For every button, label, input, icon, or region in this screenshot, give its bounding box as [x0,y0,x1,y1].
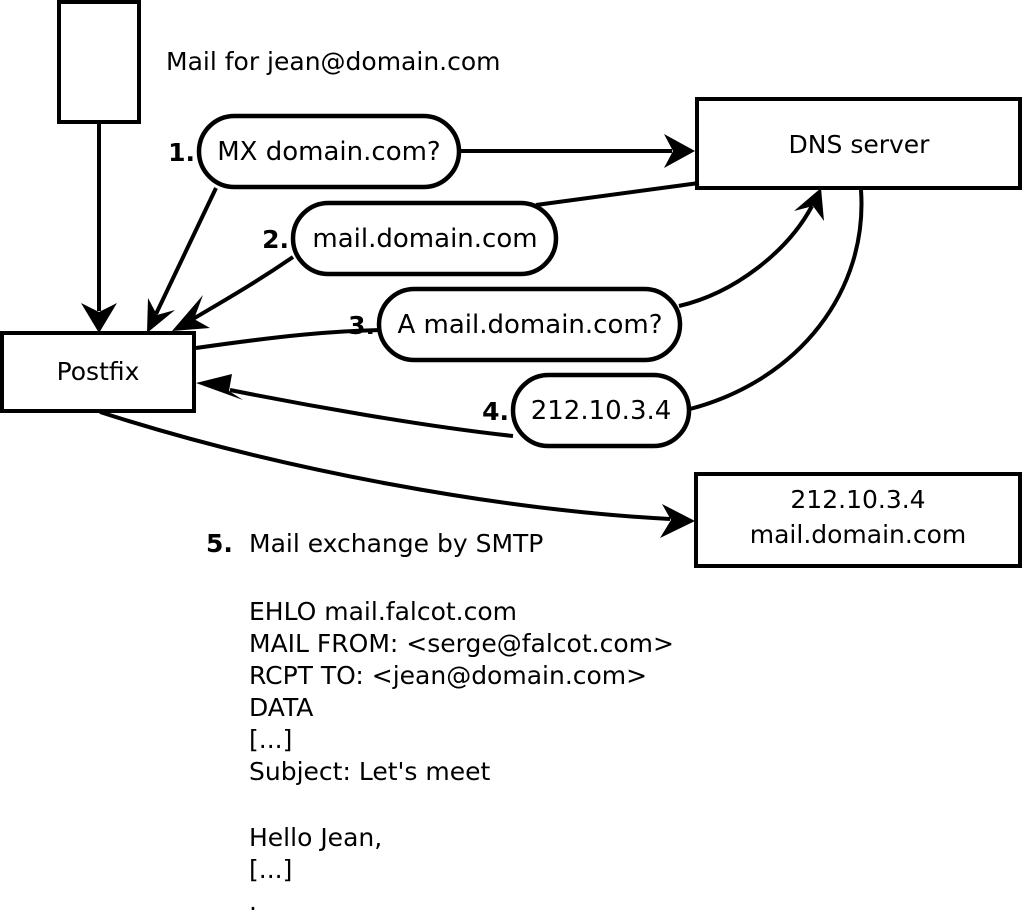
arrowhead-postfix-to-step1 [147,298,175,333]
message-bubble-step3-label: A mail.domain.com? [398,310,663,340]
arrowhead-step4-to-postfix [196,374,243,400]
smtp-line: [...] [249,855,292,884]
step-number-5: 5. [206,529,233,558]
edge-postfix-to-remote-smtp [99,410,671,521]
edge-step3-to-dns [678,205,814,308]
step-number-4: 4. [482,397,509,426]
caption-mail-for: Mail for jean@domain.com [166,47,501,76]
step-number-2: 2. [262,225,289,254]
node-dns-server-label: DNS server [789,130,931,159]
step-5-label: Mail exchange by SMTP [249,529,543,558]
smtp-line: RCPT TO: <jean@domain.com> [249,661,647,690]
node-remote-mail-server-host: mail.domain.com [750,520,966,549]
step-number-3: 3. [348,311,375,340]
node-postfix-label: Postfix [57,357,140,386]
arrowhead-step2-to-postfix [172,295,210,331]
message-bubble-step1-label: MX domain.com? [217,137,440,167]
smtp-line: EHLO mail.falcot.com [249,597,517,626]
smtp-line: DATA [249,693,313,722]
message-bubble-step1[interactable] [196,113,462,190]
edge-postfix-to-step1 [154,187,218,315]
arrowhead-step1-to-dns [664,134,695,168]
smtp-line: [...] [249,725,292,754]
edge-step4-to-postfix [229,388,514,438]
edge-dns-to-step2 [535,181,700,207]
arrowhead-postfix-to-remote-smtp [660,504,695,538]
message-bubble-step2-label: mail.domain.com [312,224,537,254]
arrowhead-step3-to-dns [794,188,824,221]
message-bubble-step4-label: 212.10.3.4 [531,396,672,426]
edge-dns-to-step4 [689,189,864,411]
node-dns-server[interactable] [695,97,1022,190]
smtp-line: . [249,887,257,916]
smtp-line: MAIL FROM: <serge@falcot.com> [249,629,674,658]
edge-postfix-to-step3 [195,328,382,350]
message-bubble-step3[interactable] [376,286,683,363]
node-postfix[interactable] [0,331,196,413]
node-remote-mail-server-ip: 212.10.3.4 [790,485,925,514]
message-bubble-step2[interactable] [290,200,559,277]
smtp-transcript: EHLO mail.falcot.com MAIL FROM: <serge@f… [249,597,674,916]
arrowhead-client-to-postfix [81,303,117,333]
node-sender-client[interactable] [57,0,141,124]
smtp-line: Hello Jean, [249,823,382,852]
smtp-line: Subject: Let's meet [249,757,490,786]
step-number-1: 1. [168,138,195,167]
node-remote-mail-server[interactable] [694,472,1022,568]
message-bubble-step4[interactable] [510,372,692,449]
edge-step2-to-postfix [191,255,295,321]
